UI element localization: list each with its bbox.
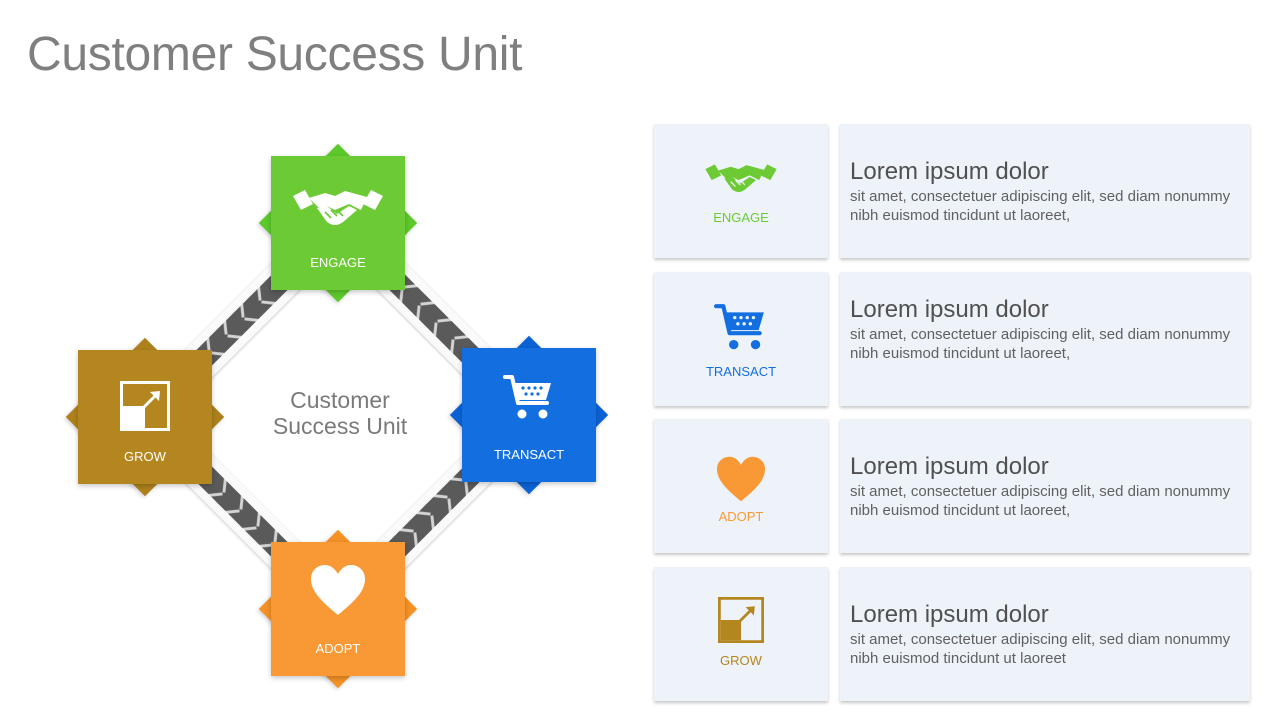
node-label: TRANSACT bbox=[493, 447, 565, 462]
node-adopt[interactable]: ADOPT bbox=[258, 529, 418, 689]
card-body: sit amet, consectetuer adipiscing elit, … bbox=[850, 326, 1231, 362]
growth-arrow-icon bbox=[78, 380, 212, 432]
node-label: GROW bbox=[124, 449, 166, 464]
card-text-box-transact: Lorem ipsum dolor sit amet, consectetuer… bbox=[840, 272, 1250, 406]
node-label: ADOPT bbox=[315, 641, 361, 656]
card-icon-box-grow: GROW bbox=[654, 567, 828, 701]
card-icon-label: ADOPT bbox=[718, 509, 764, 524]
node-transact[interactable]: TRANSACT bbox=[449, 335, 609, 495]
card-heading: Lorem ipsum dolor bbox=[850, 601, 1049, 628]
handshake-icon bbox=[654, 158, 828, 196]
growth-arrow-icon bbox=[654, 597, 828, 643]
card-text-box-adopt: Lorem ipsum dolor sit amet, consectetuer… bbox=[840, 419, 1250, 553]
shopping-cart-icon bbox=[462, 372, 596, 424]
cycle-diagram: Customer Success Unit ENGAGE bbox=[65, 143, 609, 689]
heart-icon bbox=[654, 455, 828, 503]
heart-icon bbox=[271, 564, 405, 616]
card-icon-box-adopt: ADOPT bbox=[654, 419, 828, 553]
card-text-box-engage: Lorem ipsum dolor sit amet, consectetuer… bbox=[840, 124, 1250, 258]
node-square-shape bbox=[462, 348, 596, 482]
node-label: ENGAGE bbox=[310, 255, 366, 270]
center-label: Customer Success Unit bbox=[240, 387, 440, 439]
node-engage[interactable]: ENGAGE bbox=[258, 143, 418, 303]
card-icon-label: ENGAGE bbox=[713, 210, 769, 225]
card-icon-box-engage: ENGAGE bbox=[654, 124, 828, 258]
card-heading: Lorem ipsum dolor bbox=[850, 453, 1049, 480]
handshake-icon bbox=[271, 180, 405, 232]
shopping-cart-icon bbox=[654, 302, 828, 354]
card-body: sit amet, consectetuer adipiscing elit, … bbox=[850, 483, 1231, 519]
card-heading: Lorem ipsum dolor bbox=[850, 158, 1049, 185]
center-label-text: Customer Success Unit bbox=[272, 387, 408, 439]
node-grow[interactable]: GROW bbox=[65, 337, 225, 497]
page-title: Customer Success Unit bbox=[27, 28, 523, 81]
card-heading: Lorem ipsum dolor bbox=[850, 296, 1049, 323]
card-icon-label: TRANSACT bbox=[705, 364, 777, 379]
card-body: sit amet, consectetuer adipiscing elit, … bbox=[850, 631, 1231, 667]
card-body: sit amet, consectetuer adipiscing elit, … bbox=[850, 188, 1231, 224]
card-icon-box-transact: TRANSACT bbox=[654, 272, 828, 406]
card-text-box-grow: Lorem ipsum dolor sit amet, consectetuer… bbox=[840, 567, 1250, 701]
card-icon-label: GROW bbox=[720, 653, 762, 668]
